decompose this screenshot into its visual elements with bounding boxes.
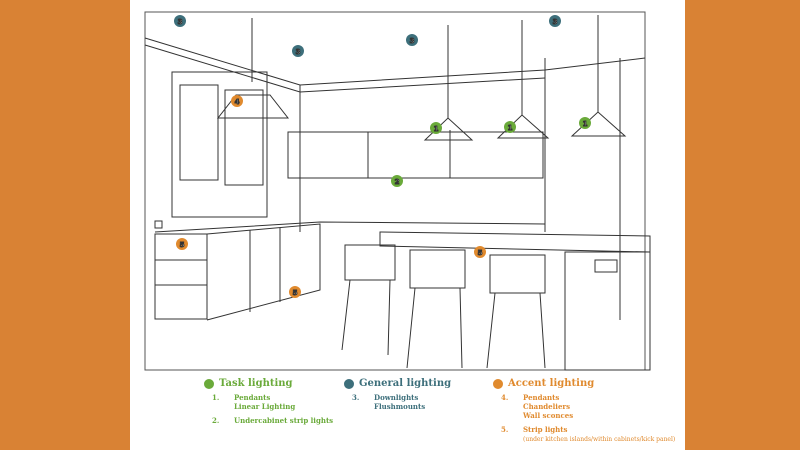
marker-1: 1 (583, 120, 588, 128)
upper-cabinets (287, 131, 544, 179)
teal-dot-icon (344, 378, 354, 389)
item-line: Downlights (374, 393, 419, 402)
marker-3: 3 (296, 48, 301, 56)
bar-stools (341, 244, 546, 369)
marker-5: 5 (180, 241, 185, 249)
orange-dot-icon (493, 378, 503, 389)
item-line: Flushmounts (374, 402, 426, 411)
marker-3: 3 (178, 18, 183, 26)
item-num: 2. (212, 416, 220, 425)
legend-title: Accent lighting (508, 378, 595, 389)
frame (144, 11, 646, 371)
item-line: Pendants (523, 393, 560, 402)
item-note: (under kitchen islands/within cabinets/k… (523, 436, 676, 443)
item-line: Chandeliers (523, 402, 571, 411)
accent-lighting-markers: 4 5 5 5 (176, 95, 486, 298)
marker-1: 1 (508, 124, 513, 132)
item-line: Wall sconces (523, 411, 574, 420)
item-num: 5. (501, 425, 509, 434)
marker-5: 5 (478, 249, 483, 257)
island-end (564, 251, 651, 371)
marker-4: 4 (235, 98, 240, 106)
item-num: 1. (212, 393, 220, 402)
item-num: 4. (501, 393, 509, 402)
item-num: 3. (352, 393, 360, 402)
item-line: Linear Lighting (234, 402, 296, 411)
marker-2: 2 (395, 178, 400, 186)
accent-pendant (216, 94, 290, 119)
marker-5: 5 (293, 289, 298, 297)
marker-3: 3 (553, 18, 558, 26)
general-lighting-markers: 3 3 3 3 (174, 15, 561, 57)
legend-title: General lighting (359, 378, 452, 389)
item-line: Undercabinet strip lights (234, 416, 334, 425)
window (171, 71, 268, 218)
green-dot-icon (204, 378, 214, 389)
marker-3: 3 (410, 37, 415, 45)
diagram-panel (130, 0, 685, 450)
item-line: Pendants (234, 393, 271, 402)
task-lighting-markers: 1 1 1 2 (391, 117, 591, 187)
item-line: Strip lights (523, 425, 568, 434)
marker-1: 1 (434, 125, 439, 133)
legend-title: Task lighting (219, 378, 293, 389)
